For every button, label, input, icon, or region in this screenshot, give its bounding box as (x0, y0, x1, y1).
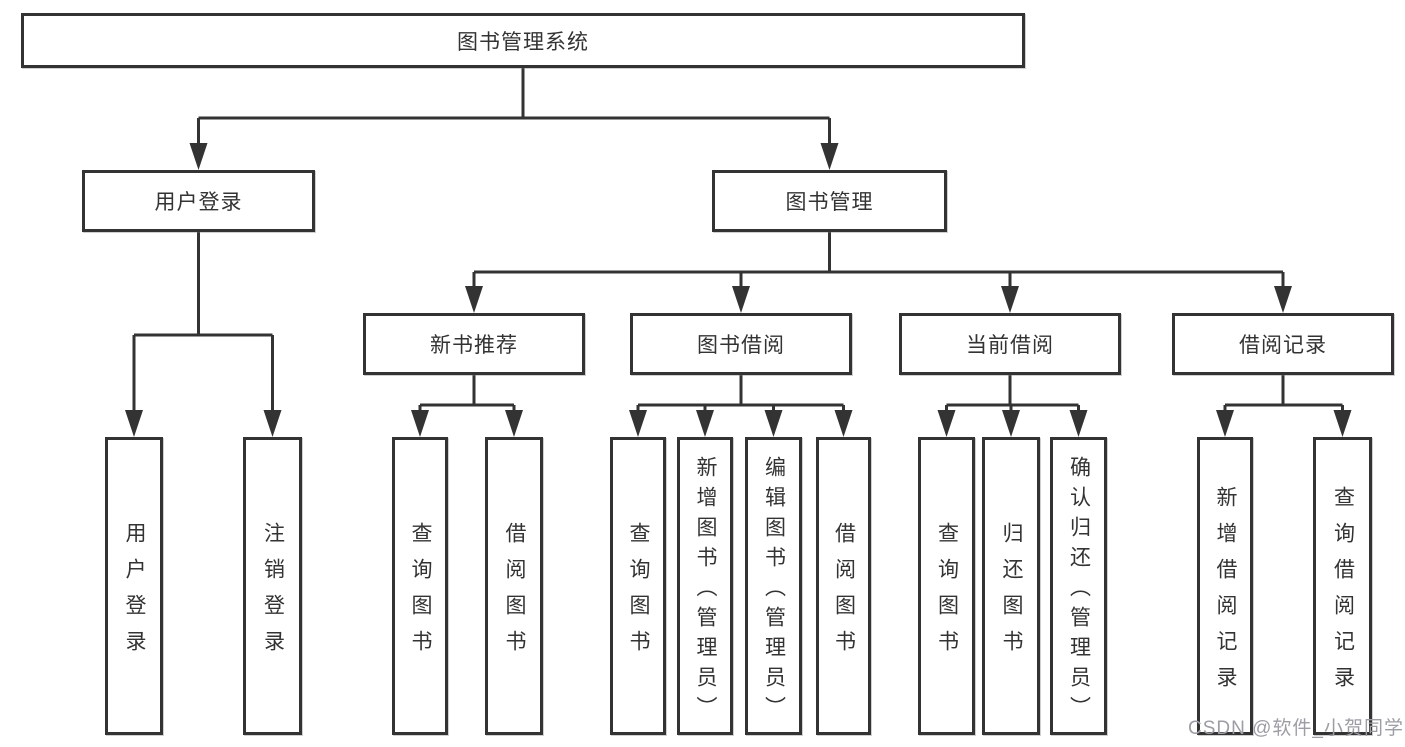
node-records: 借阅记录 (1172, 313, 1394, 375)
node-label-cur-query: 查询图书 (935, 521, 959, 666)
node-bor-query: 查询图书 (610, 437, 666, 735)
node-label-bor-borrow: 借阅图书 (832, 521, 856, 666)
arrowhead-icon (834, 410, 853, 437)
node-user-login: 用户登录 (82, 170, 315, 232)
arrowhead-icon (820, 143, 839, 170)
node-label-root: 图书管理系统 (457, 30, 589, 54)
node-label-bor-add: 新增图书（管理员） (694, 455, 717, 726)
node-label-cur-confirm: 确认归还（管理员） (1067, 455, 1091, 726)
arrowhead-icon (505, 410, 523, 437)
node-label-rec-query: 查询图书 (409, 521, 432, 666)
node-label-bor-edit: 编辑图书（管理员） (762, 455, 786, 726)
node-logout: 注销登录 (243, 437, 302, 735)
node-label-user-login: 用户登录 (154, 191, 243, 214)
node-label-recommend: 新书推荐 (430, 334, 518, 357)
csdn-watermark: CSDN @软件_小贺同学 (1188, 718, 1404, 739)
node-root: 图书管理系统 (21, 13, 1025, 68)
node-label-bor-query: 查询图书 (627, 521, 650, 666)
node-cur-return: 归还图书 (982, 437, 1040, 735)
arrowhead-icon (263, 410, 282, 437)
arrowhead-icon (696, 410, 714, 437)
node-label-rec-borrow: 借阅图书 (503, 521, 526, 666)
arrowhead-icon (125, 410, 143, 437)
node-label-logout: 注销登录 (261, 521, 285, 666)
node-borrow: 图书借阅 (630, 313, 852, 375)
node-bor-add: 新增图书（管理员） (677, 437, 733, 735)
node-label-log-query: 查询借阅记录 (1331, 485, 1355, 702)
node-label-records: 借阅记录 (1239, 334, 1327, 357)
arrowhead-icon (764, 410, 783, 437)
node-cur-query: 查询图书 (918, 437, 975, 735)
node-label-cur-return: 归还图书 (1000, 521, 1023, 666)
arrowhead-icon (411, 410, 429, 437)
node-recommend: 新书推荐 (363, 313, 585, 375)
arrowhead-icon (1001, 286, 1019, 313)
node-bor-edit: 编辑图书（管理员） (745, 437, 802, 735)
arrowhead-icon (732, 286, 750, 313)
node-bor-borrow: 借阅图书 (816, 437, 871, 735)
arrowhead-icon (1216, 410, 1234, 437)
node-cur-confirm: 确认归还（管理员） (1050, 437, 1107, 735)
arrowhead-icon (465, 286, 483, 313)
node-rec-query: 查询图书 (392, 437, 448, 735)
node-label-current: 当前借阅 (966, 334, 1054, 357)
arrowhead-icon (1333, 410, 1352, 437)
node-book-mgmt: 图书管理 (712, 170, 947, 232)
arrowhead-icon (629, 410, 647, 437)
arrowhead-icon (1002, 410, 1020, 437)
arrowhead-icon (1069, 410, 1088, 437)
node-label-book-mgmt: 图书管理 (785, 191, 874, 214)
node-log-query: 查询借阅记录 (1313, 437, 1372, 735)
node-login: 用户登录 (105, 437, 163, 735)
node-label-log-add: 新增借阅记录 (1214, 485, 1237, 702)
node-current: 当前借阅 (899, 313, 1121, 375)
arrowhead-icon (1274, 286, 1292, 313)
arrowhead-icon (937, 410, 956, 437)
node-label-login: 用户登录 (123, 521, 146, 666)
node-log-add: 新增借阅记录 (1197, 437, 1253, 735)
node-label-borrow: 图书借阅 (697, 334, 785, 357)
arrowhead-icon (189, 143, 208, 170)
node-rec-borrow: 借阅图书 (485, 437, 543, 735)
